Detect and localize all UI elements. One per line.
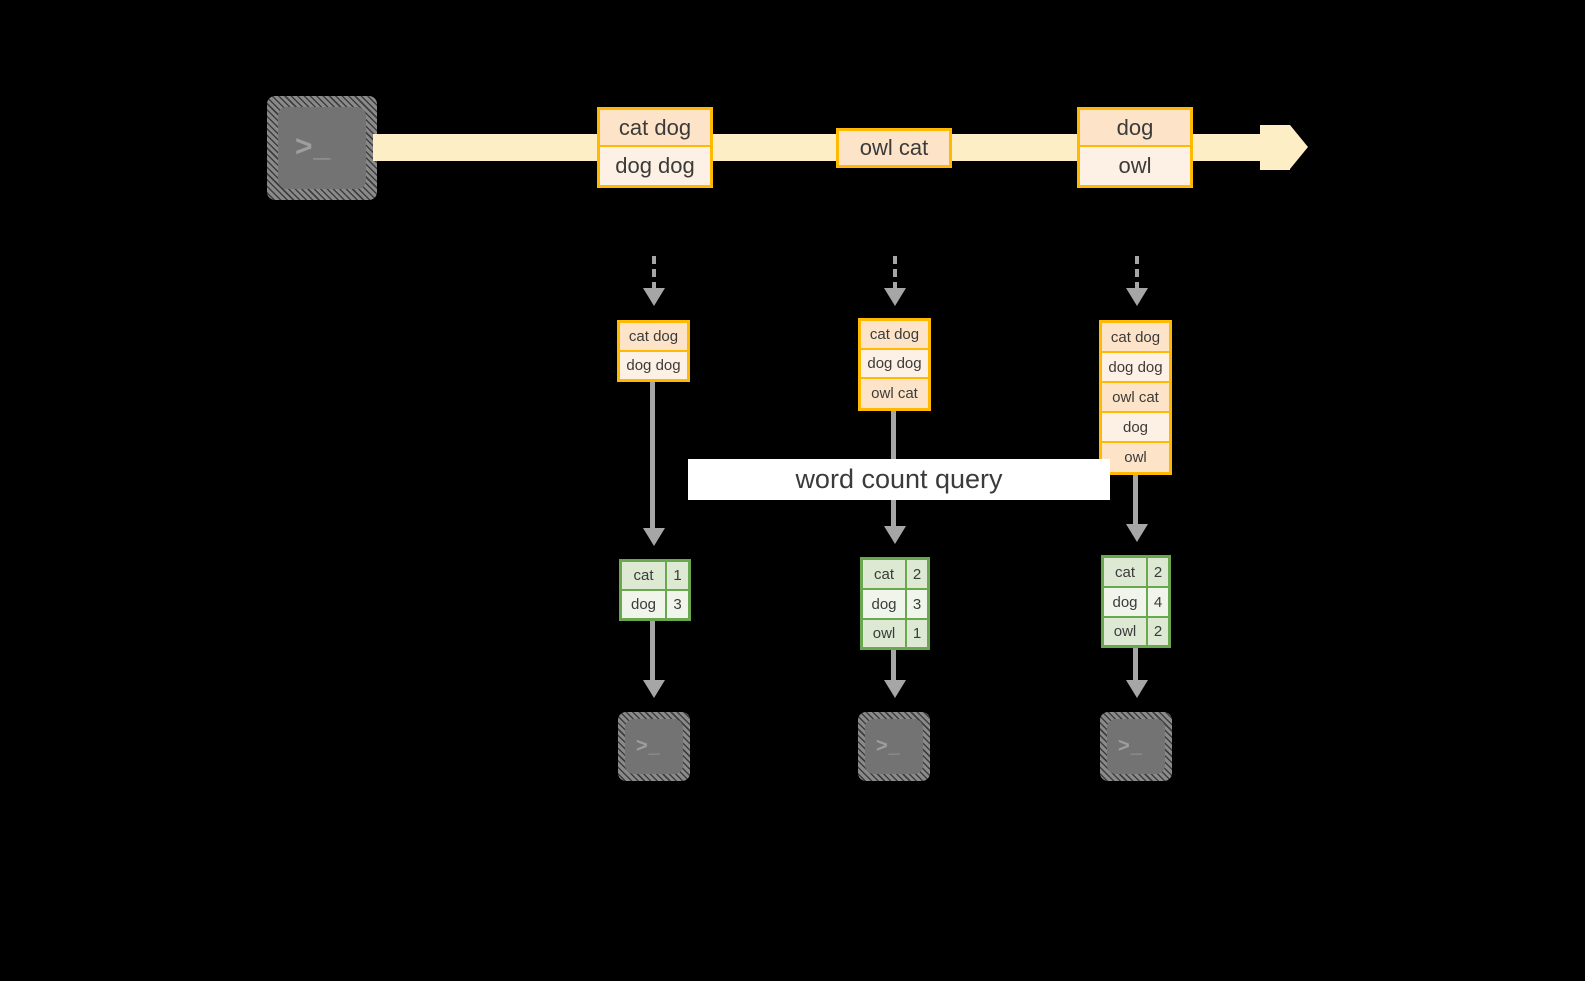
- result-row: dog 4: [1104, 588, 1168, 618]
- snapshot-3-results: cat 2 dog 4 owl 2: [1101, 555, 1171, 648]
- stream-group-3: dog owl: [1077, 107, 1193, 188]
- snapshot-record: owl cat: [1102, 383, 1169, 413]
- snapshot-3-sink-arrowhead: [1126, 680, 1148, 698]
- snapshot-1-feed-line: [652, 256, 656, 290]
- snapshot-record: dog dog: [620, 352, 687, 379]
- result-word: dog: [622, 591, 667, 618]
- query-label: word count query: [688, 459, 1110, 500]
- snapshot-record: owl: [1102, 443, 1169, 472]
- result-count: 3: [907, 590, 927, 618]
- terminal-prompt-glyph: >_: [1118, 735, 1143, 757]
- snapshot-3-query-line: [1133, 475, 1138, 535]
- terminal-face: [278, 107, 366, 189]
- snapshot-2-sink-line: [891, 650, 896, 686]
- stream-record: owl: [1080, 147, 1190, 185]
- result-row: cat 2: [1104, 558, 1168, 588]
- stream-record: cat dog: [600, 110, 710, 147]
- snapshot-3-query-arrowhead: [1126, 524, 1148, 542]
- result-row: cat 2: [863, 560, 927, 590]
- source-terminal-icon: >_: [267, 96, 377, 200]
- snapshot-2-sink-terminal-icon: >_: [858, 712, 930, 781]
- result-row: owl 1: [863, 620, 927, 647]
- result-word: cat: [1104, 558, 1148, 586]
- stream-record: dog dog: [600, 147, 710, 185]
- result-count: 1: [907, 620, 927, 647]
- snapshot-2-results: cat 2 dog 3 owl 1: [860, 557, 930, 650]
- snapshot-1-input-records: cat dog dog dog: [617, 320, 690, 382]
- terminal-face: [625, 719, 683, 774]
- snapshot-1-sink-terminal-icon: >_: [618, 712, 690, 781]
- stream-group-2: owl cat: [836, 128, 952, 168]
- snapshot-record: owl cat: [861, 379, 928, 408]
- result-word: cat: [863, 560, 907, 588]
- snapshot-record: dog dog: [1102, 353, 1169, 383]
- result-row: cat 1: [622, 562, 688, 591]
- stream-arrow-head-base: [1260, 125, 1290, 170]
- result-word: dog: [863, 590, 907, 618]
- snapshot-1-sink-arrowhead: [643, 680, 665, 698]
- snapshot-3-feed-arrowhead: [1126, 288, 1148, 306]
- stream-group-1: cat dog dog dog: [597, 107, 713, 188]
- terminal-prompt-glyph: >_: [636, 735, 661, 757]
- snapshot-2-feed-arrowhead: [884, 288, 906, 306]
- result-row: dog 3: [863, 590, 927, 620]
- snapshot-3-input-records: cat dog dog dog owl cat dog owl: [1099, 320, 1172, 475]
- snapshot-1-sink-line: [650, 621, 655, 686]
- terminal-face: [1107, 719, 1165, 774]
- terminal-prompt-glyph: >_: [876, 735, 901, 757]
- stream-record: dog: [1080, 110, 1190, 147]
- snapshot-2-input-records: cat dog dog dog owl cat: [858, 318, 931, 411]
- result-count: 2: [1148, 618, 1168, 645]
- result-word: cat: [622, 562, 667, 589]
- stream-record: owl cat: [839, 131, 949, 165]
- snapshot-record: cat dog: [1102, 323, 1169, 353]
- snapshot-3-sink-terminal-icon: >_: [1100, 712, 1172, 781]
- snapshot-2-sink-arrowhead: [884, 680, 906, 698]
- snapshot-1-results: cat 1 dog 3: [619, 559, 691, 621]
- snapshot-3-feed-line: [1135, 256, 1139, 290]
- snapshot-record: dog: [1102, 413, 1169, 443]
- snapshot-record: cat dog: [620, 323, 687, 352]
- snapshot-1-query-arrowhead: [643, 528, 665, 546]
- terminal-face: [865, 719, 923, 774]
- result-count: 1: [667, 562, 688, 589]
- result-row: owl 2: [1104, 618, 1168, 645]
- result-count: 2: [907, 560, 927, 588]
- snapshot-1-feed-arrowhead: [643, 288, 665, 306]
- result-word: owl: [1104, 618, 1148, 645]
- terminal-prompt-glyph: >_: [295, 130, 332, 163]
- result-count: 4: [1148, 588, 1168, 616]
- result-count: 3: [667, 591, 688, 618]
- snapshot-3-sink-line: [1133, 648, 1138, 686]
- result-row: dog 3: [622, 591, 688, 618]
- snapshot-1-query-line: [650, 382, 655, 537]
- result-word: owl: [863, 620, 907, 647]
- snapshot-record: cat dog: [861, 321, 928, 350]
- snapshot-2-feed-line: [893, 256, 897, 290]
- snapshot-2-query-arrowhead: [884, 526, 906, 544]
- snapshot-record: dog dog: [861, 350, 928, 379]
- result-word: dog: [1104, 588, 1148, 616]
- result-count: 2: [1148, 558, 1168, 586]
- stream-arrow-head-tip: [1290, 125, 1308, 169]
